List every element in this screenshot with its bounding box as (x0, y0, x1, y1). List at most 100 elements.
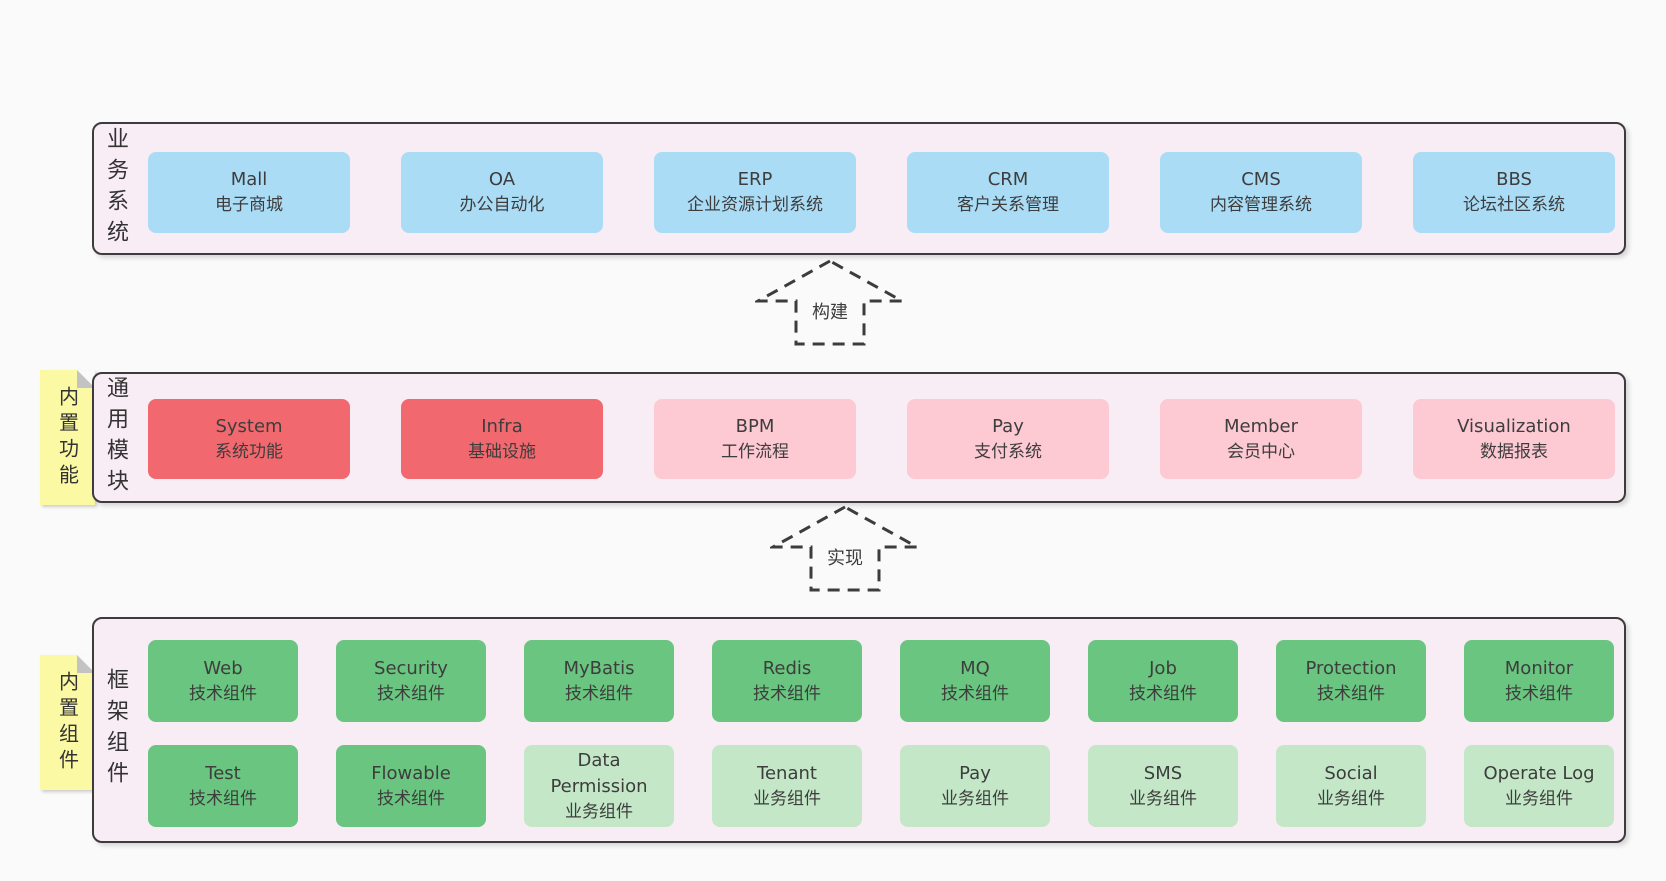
box-job: Job 技术组件 (1088, 640, 1238, 722)
box-title: Protection (1305, 657, 1397, 679)
sticky-note-builtin-features: 内置功能 (40, 370, 95, 505)
box-subtitle: 业务组件 (1129, 788, 1197, 809)
box-subtitle: 电子商城 (215, 195, 283, 216)
box-title: Visualization (1457, 415, 1571, 437)
box-bbs: BBS 论坛社区系统 (1413, 152, 1615, 233)
box-subtitle: 技术组件 (189, 683, 257, 704)
box-subtitle: 办公自动化 (459, 195, 545, 216)
box-subtitle: 技术组件 (377, 788, 445, 809)
box-title: Infra (481, 415, 523, 437)
box-subtitle: 内容管理系统 (1210, 195, 1312, 216)
box-tenant: Tenant 业务组件 (712, 745, 862, 827)
box-title: Monitor (1504, 657, 1574, 679)
box-title: Redis (762, 657, 812, 679)
box-subtitle: 技术组件 (377, 683, 445, 704)
box-title: Flowable (371, 762, 451, 784)
box-visualization: Visualization 数据报表 (1413, 399, 1615, 479)
box-system: System 系统功能 (148, 399, 350, 479)
box-operate-log: Operate Log 业务组件 (1464, 745, 1614, 827)
box-data-permission: Data Permission 业务组件 (524, 745, 674, 827)
box-redis: Redis 技术组件 (712, 640, 862, 722)
box-subtitle: 技术组件 (189, 788, 257, 809)
box-web: Web 技术组件 (148, 640, 298, 722)
module-boxes: System 系统功能 Infra 基础设施 BPM 工作流程 Pay 支付系统… (148, 399, 1615, 479)
framework-rows: Web 技术组件 Security 技术组件 MyBatis 技术组件 Redi… (148, 640, 1614, 827)
box-title: BBS (1496, 169, 1532, 191)
box-title: Data Permission (550, 749, 648, 797)
up-arrow-icon (755, 259, 905, 346)
box-flowable: Flowable 技术组件 (336, 745, 486, 827)
arrow-build-label: 构建 (810, 298, 850, 324)
box-subtitle: 业务组件 (941, 788, 1009, 809)
box-cms: CMS 内容管理系统 (1160, 152, 1362, 233)
band-framework-label: 框架组件 (103, 668, 128, 792)
box-subtitle: 技术组件 (1317, 683, 1385, 704)
box-title: Job (1149, 657, 1177, 679)
box-sms: SMS 业务组件 (1088, 745, 1238, 827)
note-label: 内置组件 (55, 670, 80, 775)
box-title: Member (1223, 415, 1299, 437)
box-subtitle: 会员中心 (1227, 441, 1295, 462)
band-business-label: 业务系统 (103, 126, 128, 251)
box-test: Test 技术组件 (148, 745, 298, 827)
box-member: Member 会员中心 (1160, 399, 1362, 479)
business-boxes: Mall 电子商城 OA 办公自动化 ERP 企业资源计划系统 CRM 客户关系… (148, 152, 1615, 233)
box-protection: Protection 技术组件 (1276, 640, 1426, 722)
box-subtitle: 数据报表 (1480, 441, 1548, 462)
box-subtitle: 业务组件 (565, 801, 633, 822)
box-title: OA (488, 169, 516, 191)
arrow-implement-label: 实现 (825, 544, 865, 570)
box-subtitle: 技术组件 (1505, 683, 1573, 704)
box-title: Pay (992, 415, 1024, 437)
box-subtitle: 企业资源计划系统 (687, 195, 823, 216)
framework-row-2: Test 技术组件 Flowable 技术组件 Data Permission … (148, 745, 1614, 827)
box-security: Security 技术组件 (336, 640, 486, 722)
band-common-modules: 通用模块 System 系统功能 Infra 基础设施 BPM 工作流程 Pay… (92, 372, 1626, 503)
box-subtitle: 支付系统 (974, 441, 1042, 462)
box-title: MQ (960, 657, 990, 679)
box-title: System (215, 415, 283, 437)
box-erp: ERP 企业资源计划系统 (654, 152, 856, 233)
box-subtitle: 技术组件 (565, 683, 633, 704)
box-bpm: BPM 工作流程 (654, 399, 856, 479)
box-title: MyBatis (563, 657, 635, 679)
box-title: Pay (959, 762, 991, 784)
up-arrow-icon (770, 505, 920, 592)
box-title: CMS (1241, 169, 1281, 191)
note-label: 内置功能 (55, 385, 80, 490)
box-crm: CRM 客户关系管理 (907, 152, 1109, 233)
box-mybatis: MyBatis 技术组件 (524, 640, 674, 722)
arrow-implement: 实现 (770, 505, 920, 593)
box-subtitle: 基础设施 (468, 441, 536, 462)
box-oa: OA 办公自动化 (401, 152, 603, 233)
box-subtitle: 业务组件 (753, 788, 821, 809)
box-title: BPM (735, 415, 775, 437)
box-infra: Infra 基础设施 (401, 399, 603, 479)
box-subtitle: 技术组件 (753, 683, 821, 704)
box-subtitle: 技术组件 (1129, 683, 1197, 704)
box-title: SMS (1143, 762, 1183, 784)
box-title: Tenant (757, 762, 817, 784)
sticky-note-builtin-components: 内置组件 (40, 655, 95, 790)
box-title: Operate Log (1483, 762, 1595, 784)
box-title: Web (203, 657, 243, 679)
box-subtitle: 论坛社区系统 (1463, 195, 1565, 216)
arrow-build: 构建 (755, 259, 905, 347)
box-title: Social (1324, 762, 1378, 784)
box-subtitle: 技术组件 (941, 683, 1009, 704)
box-subtitle: 工作流程 (721, 441, 789, 462)
box-title: ERP (737, 169, 773, 191)
box-title: Mall (230, 169, 268, 191)
box-title: Test (205, 762, 241, 784)
framework-row-1: Web 技术组件 Security 技术组件 MyBatis 技术组件 Redi… (148, 640, 1614, 722)
band-modules-label: 通用模块 (103, 375, 128, 500)
box-mall: Mall 电子商城 (148, 152, 350, 233)
box-subtitle: 业务组件 (1505, 788, 1573, 809)
box-social: Social 业务组件 (1276, 745, 1426, 827)
box-title: Security (374, 657, 448, 679)
box-pay-module: Pay 支付系统 (907, 399, 1109, 479)
box-subtitle: 业务组件 (1317, 788, 1385, 809)
box-subtitle: 客户关系管理 (957, 195, 1059, 216)
band-framework-components: 框架组件 Web 技术组件 Security 技术组件 MyBatis 技术组件… (92, 617, 1626, 843)
band-business-systems: 业务系统 Mall 电子商城 OA 办公自动化 ERP 企业资源计划系统 CRM… (92, 122, 1626, 255)
